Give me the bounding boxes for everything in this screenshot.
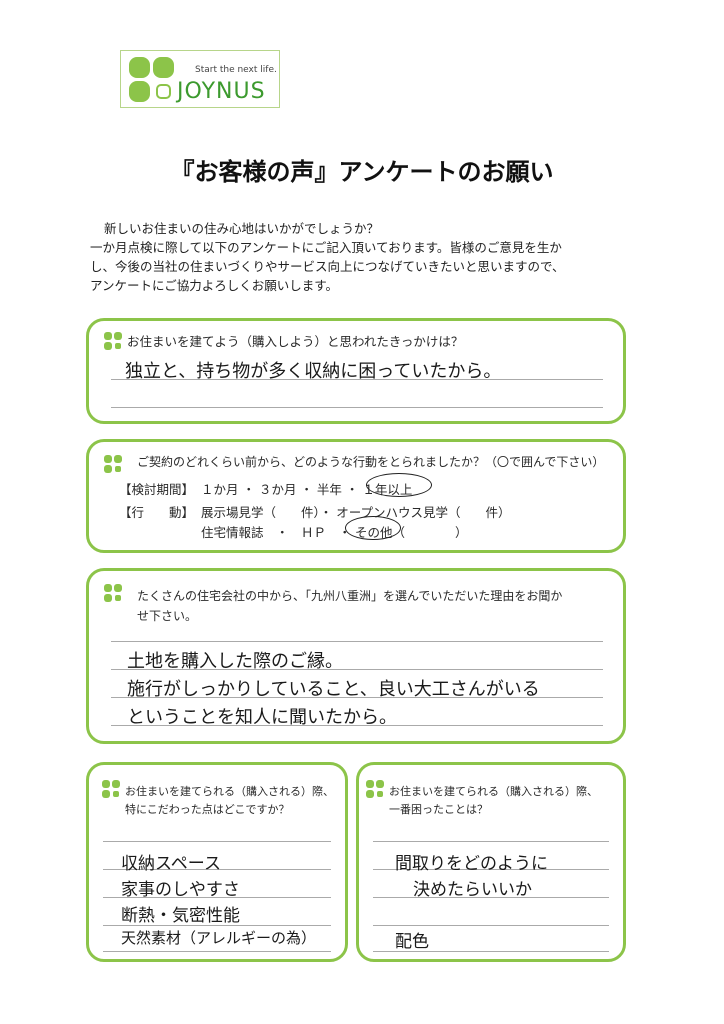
question-box-trigger: お住まいを建てよう（購入しよう）と思われたきっかけは？ 独立と、持ち物が多く収納…	[86, 318, 626, 424]
handwritten-answer: 断熱・気密性能	[121, 906, 240, 926]
question-text: お住まいを建てられる（購入される）際、	[125, 785, 334, 798]
clover-bullet-icon	[102, 780, 120, 798]
question-box-timeline: ご契約のどれくらい前から、どのような行動をとられましたか？（〇で囲んで下さい） …	[86, 439, 626, 553]
period-label: 【検討期間】	[119, 482, 195, 497]
answer-line	[103, 897, 331, 898]
answer-line	[373, 925, 609, 926]
answer-line	[111, 725, 603, 726]
selected-period-circle	[366, 473, 432, 497]
answer-line	[373, 869, 609, 870]
answer-line	[103, 951, 331, 952]
page-title: 『お客様の声』アンケートのお願い	[170, 158, 554, 186]
intro-line: 一か月点検に際して以下のアンケートにご記入頂いております。皆様のご意見を生か	[90, 240, 562, 255]
handwritten-answer: 土地を購入した際のご縁。	[127, 651, 343, 672]
handwritten-answer: 天然素材（アレルギーの為）	[121, 929, 317, 947]
handwritten-answer: ということを知人に聞いたから。	[127, 707, 397, 728]
action-options-line1: 展示場見学（ 件）・ オープンハウス見学（ 件）	[201, 505, 511, 520]
question-text: 一番困ったことは？	[389, 803, 488, 816]
intro-line: アンケートにご協力よろしくお願いします。	[90, 278, 339, 293]
selected-action-circle	[345, 516, 401, 540]
handwritten-answer: 独立と、持ち物が多く収納に困っていたから。	[125, 361, 502, 382]
period-options: １か月 ・ ３か月 ・ 半年 ・ １年以上	[201, 482, 413, 497]
logo-name: JOYNUS	[177, 79, 266, 104]
question-text: 特にこだわった点はどこですか？	[125, 803, 290, 816]
answer-line	[111, 697, 603, 698]
question-text: せ下さい。	[137, 609, 198, 623]
clover-bullet-icon	[104, 584, 122, 602]
answer-line	[103, 925, 331, 926]
question-text: ご契約のどれくらい前から、どのような行動をとられましたか？（〇で囲んで下さい）	[137, 455, 605, 469]
question-box-priorities: お住まいを建てられる（購入される）際、 特にこだわった点はどこですか？ 収納スペ…	[86, 762, 348, 962]
question-box-difficulties: お住まいを建てられる（購入される）際、 一番困ったことは？ 間取りをどのように …	[356, 762, 626, 962]
clover-bullet-icon	[104, 455, 122, 473]
intro-text: 新しいお住まいの住み心地はいかがでしょうか？ 一か月点検に際して以下のアンケート…	[90, 219, 650, 295]
question-box-reason: たくさんの住宅会社の中から、「九州八重洲」を選んでいただいた理由をお聞か せ下さ…	[86, 568, 626, 744]
clover-bullet-icon	[366, 780, 384, 798]
handwritten-answer: 家事のしやすさ	[121, 880, 240, 900]
intro-line: し、今後の当社の住まいづくりやサービス向上につなげていきたいと思いますので、	[90, 259, 565, 274]
action-label: 【行 動】	[119, 505, 195, 520]
logo-tagline: Start the next life.	[195, 65, 277, 75]
question-text: お住まいを建てられる（購入される）際、	[389, 785, 598, 798]
answer-line	[111, 407, 603, 408]
question-text: たくさんの住宅会社の中から、「九州八重洲」を選んでいただいた理由をお聞か	[137, 589, 563, 603]
question-text: お住まいを建てよう（購入しよう）と思われたきっかけは？	[127, 334, 464, 349]
handwritten-answer: 収納スペース	[121, 854, 221, 874]
company-logo: Start the next life. JOYNUS	[120, 50, 280, 108]
answer-line	[111, 379, 603, 380]
intro-line: 新しいお住まいの住み心地はいかがでしょうか？	[104, 221, 380, 236]
answer-line	[103, 869, 331, 870]
answer-line	[373, 897, 609, 898]
answer-line	[111, 669, 603, 670]
answer-line	[103, 841, 331, 842]
answer-line	[373, 951, 609, 952]
handwritten-answer: 決めたらいいか	[413, 880, 532, 900]
handwritten-answer: 施行がしっかりしていること、良い大工さんがいる	[127, 679, 540, 700]
action-options-line2: 住宅情報誌 ・ ＨＰ ・ その他（ ）	[201, 525, 468, 540]
handwritten-answer: 間取りをどのように	[395, 854, 548, 874]
clover-bullet-icon	[104, 332, 122, 350]
answer-line	[111, 641, 603, 642]
handwritten-answer: 配色	[395, 932, 429, 952]
clover-logo-icon	[129, 57, 174, 102]
answer-line	[373, 841, 609, 842]
